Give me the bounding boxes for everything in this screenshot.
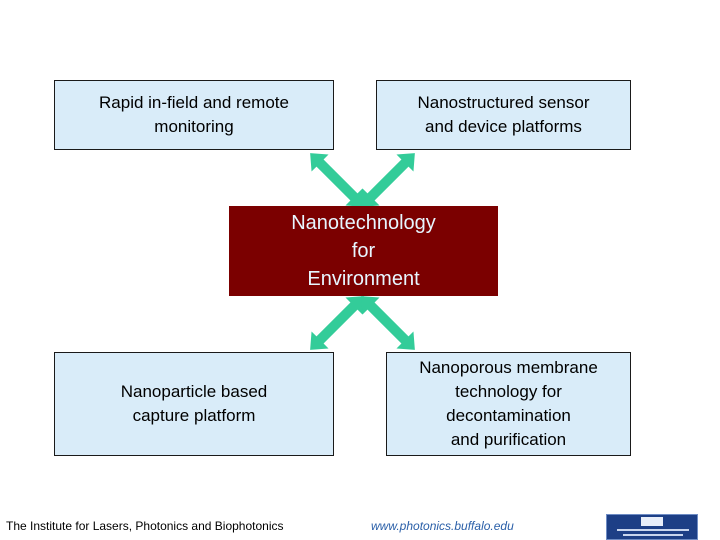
logo-line-decoration	[623, 534, 683, 536]
university-logo	[606, 514, 698, 540]
sensor-platforms-box: Nanostructured sensor and device platfor…	[376, 80, 631, 150]
remote-monitoring-box: Rapid in-field and remote monitoring	[54, 80, 334, 150]
capture-platform-label: Nanoparticle based capture platform	[120, 382, 268, 425]
center-topic-label: Nanotechnology for Environment	[291, 212, 436, 290]
capture-platform-box: Nanoparticle based capture platform	[54, 352, 334, 456]
membrane-technology-box: Nanoporous membrane technology for decon…	[386, 352, 631, 456]
institute-footer: The Institute for Lasers, Photonics and …	[6, 519, 284, 533]
arrow-top-right	[352, 144, 424, 216]
membrane-technology-label: Nanoporous membrane technology for decon…	[419, 358, 598, 449]
website-url[interactable]: www.photonics.buffalo.edu	[371, 519, 514, 533]
logo-mark-icon	[641, 517, 663, 526]
sensor-platforms-label: Nanostructured sensor and device platfor…	[417, 93, 590, 136]
remote-monitoring-label: Rapid in-field and remote monitoring	[99, 93, 289, 136]
arrow-bottom-right	[352, 287, 424, 359]
center-topic-box: Nanotechnology for Environment	[229, 206, 498, 296]
logo-line-decoration	[617, 529, 689, 531]
